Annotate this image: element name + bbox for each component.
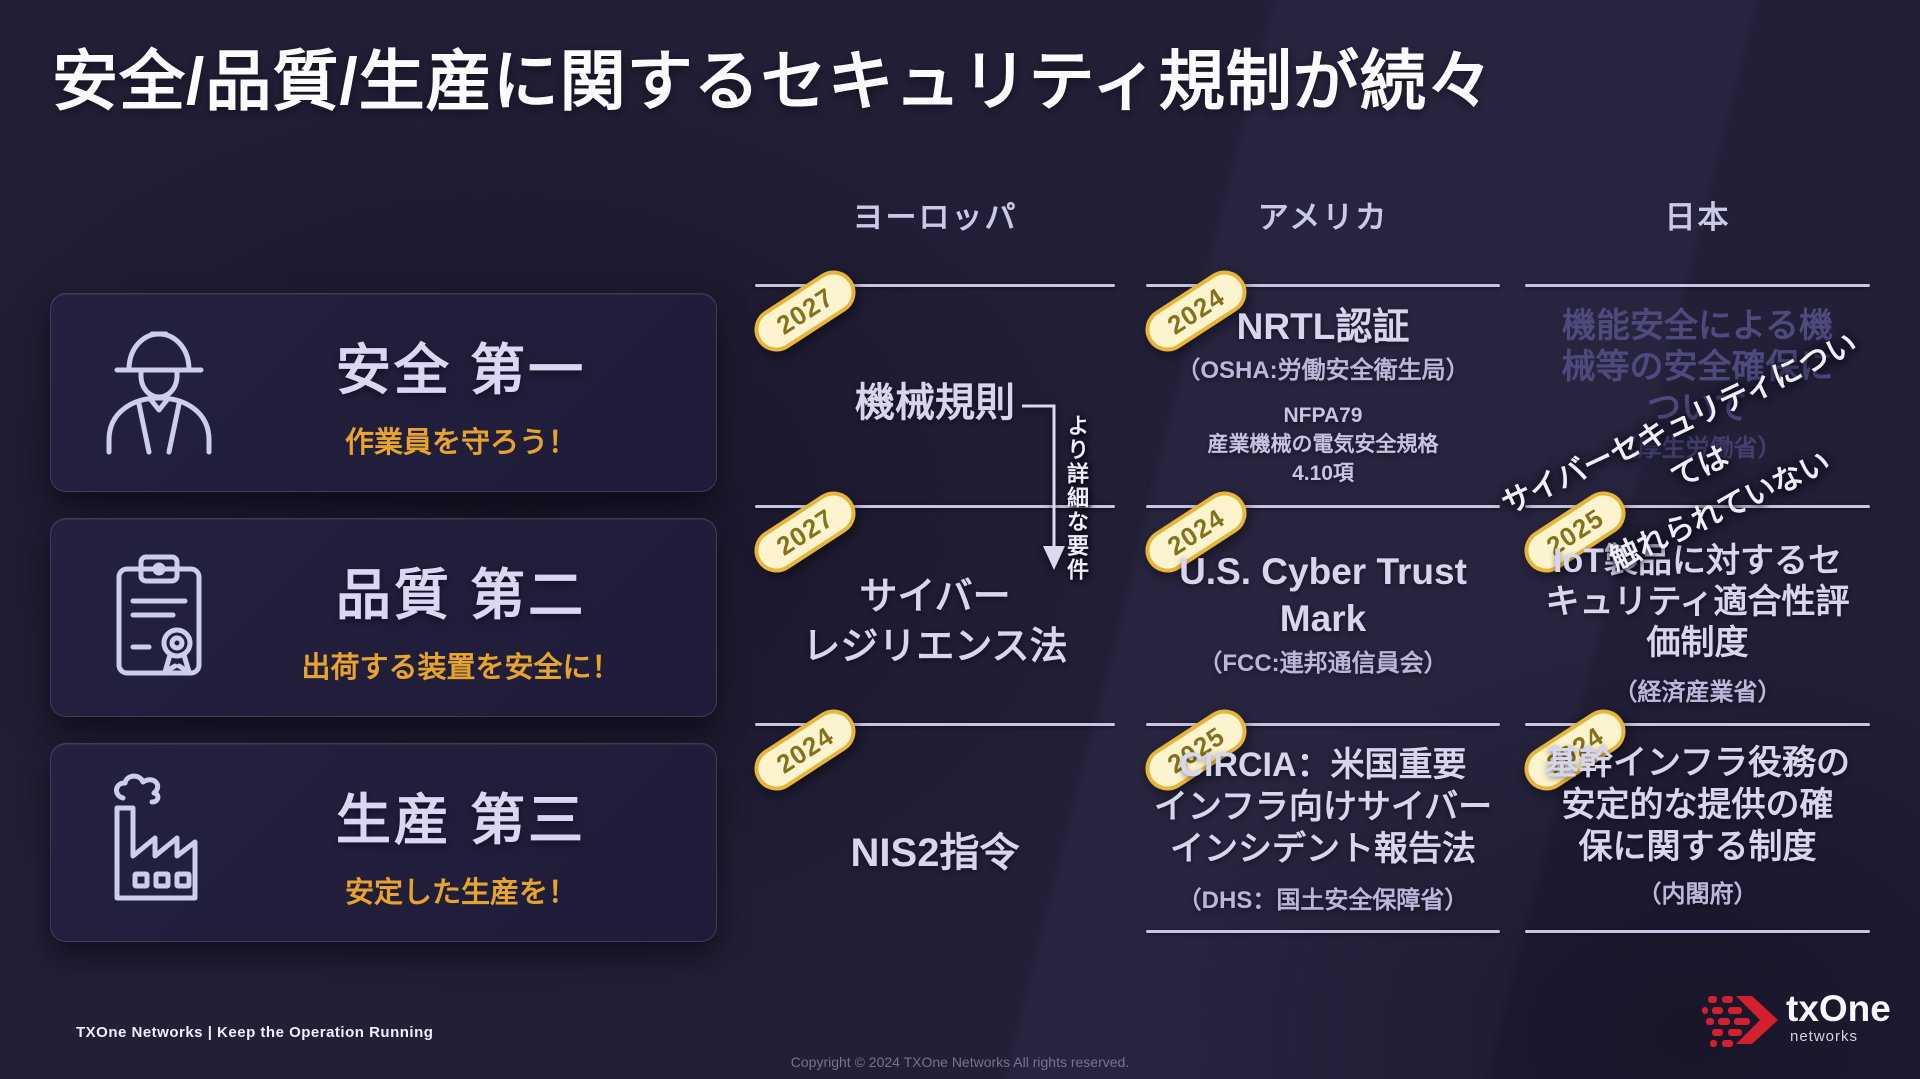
- timeline-divider: [1525, 505, 1870, 508]
- year-badge: 2024: [746, 701, 864, 799]
- logo-arrow-icon: [1700, 990, 1778, 1055]
- page-title: 安全/品質/生産に関するセキュリティ規制が続々: [52, 44, 1494, 118]
- region-column-america: アメリカ 2024 2024 2025 NRTL認証 （OSHA:労働安全衛生局…: [1137, 0, 1500, 1079]
- regulation-title-muted: 機能安全による機 械等の安全確保に ついて: [1561, 307, 1834, 427]
- factory-icon: [51, 768, 266, 918]
- timeline-divider: [1146, 723, 1500, 726]
- certificate-icon: [51, 543, 266, 693]
- region-column-europe: ヨーロッパ 2027 2027 2024 機械規則 サイバー レジリエンス法 N…: [746, 0, 1115, 1079]
- txone-logo: txOne networks: [1700, 990, 1891, 1055]
- card-subtitle: 出荷する装置を安全に！: [301, 651, 621, 684]
- worker-icon: [51, 318, 266, 468]
- region-column-japan: 日本 2025 2024 機能安全による機 械等の安全確保に ついて （厚生労働…: [1516, 0, 1870, 1079]
- regulation-agency: （DHS：国土安全保障省）: [1177, 887, 1469, 914]
- region-header: ヨーロッパ: [852, 200, 1018, 235]
- copyright: Copyright © 2024 TXOne Networks All righ…: [790, 1054, 1130, 1070]
- timeline-divider: [1525, 284, 1870, 287]
- regulation-agency: （OSHA:労働安全衛生局）: [1176, 357, 1470, 384]
- year-badge: 2027: [746, 483, 864, 581]
- priority-card-production: 生産 第三 安定した生産を！: [50, 743, 717, 942]
- regulation-title: IoT製品に対するセ キュリティ適合性評 価制度: [1545, 542, 1850, 662]
- logo-text: txOne: [1786, 988, 1891, 1029]
- card-title: 品質 第二: [335, 563, 587, 626]
- regulation-agency: （FCC:連邦通信員会）: [1198, 650, 1448, 677]
- card-title: 安全 第一: [335, 338, 587, 401]
- regulation-title: 機械規則: [855, 381, 1015, 425]
- year-badge: 2027: [746, 262, 864, 360]
- regulation-agency-muted: （厚生労働省）: [1613, 435, 1782, 462]
- timeline-divider: [1525, 723, 1870, 726]
- logo-subtext: networks: [1790, 1028, 1859, 1045]
- detail-arrow-icon: [1012, 394, 1072, 594]
- regulation-title: 基幹インフラ役務の 安定的な提供の確 保に関する制度: [1545, 744, 1850, 866]
- timeline-divider: [1146, 284, 1500, 287]
- timeline-divider: [755, 505, 1115, 508]
- timeline-divider: [755, 723, 1115, 726]
- card-subtitle: 作業員を守ろう！: [344, 426, 577, 459]
- regulation-detail: NFPA79 産業機械の電気安全規格 4.10項: [1207, 404, 1439, 485]
- card-subtitle: 安定した生産を！: [344, 876, 577, 909]
- priority-card-quality: 品質 第二 出荷する装置を安全に！: [50, 518, 717, 717]
- regulation-title: CIRCIA：米国重要 インフラ向けサイバー インシデント報告法: [1153, 746, 1493, 868]
- timeline-divider: [755, 284, 1115, 287]
- timeline-divider: [1146, 930, 1500, 933]
- arrow-note: より詳細な要件: [1064, 414, 1089, 582]
- footer-tagline: TXOne Networks | Keep the Operation Runn…: [76, 1024, 434, 1041]
- regulation-title: NIS2指令: [850, 831, 1020, 875]
- regulation-title: U.S. Cyber Trust Mark: [1179, 551, 1467, 639]
- timeline-divider: [1146, 505, 1500, 508]
- regulation-title: サイバー レジリエンス法: [802, 576, 1068, 668]
- regulation-agency: （経済産業省）: [1613, 679, 1782, 706]
- region-header: 日本: [1664, 200, 1731, 235]
- priority-card-safety: 安全 第一 作業員を守ろう！: [50, 293, 717, 492]
- region-header: アメリカ: [1257, 200, 1389, 235]
- timeline-divider: [1525, 930, 1870, 933]
- regulation-title: NRTL認証: [1236, 306, 1410, 347]
- regulation-agency: （内閣府）: [1637, 881, 1758, 908]
- card-title: 生産 第三: [335, 788, 587, 851]
